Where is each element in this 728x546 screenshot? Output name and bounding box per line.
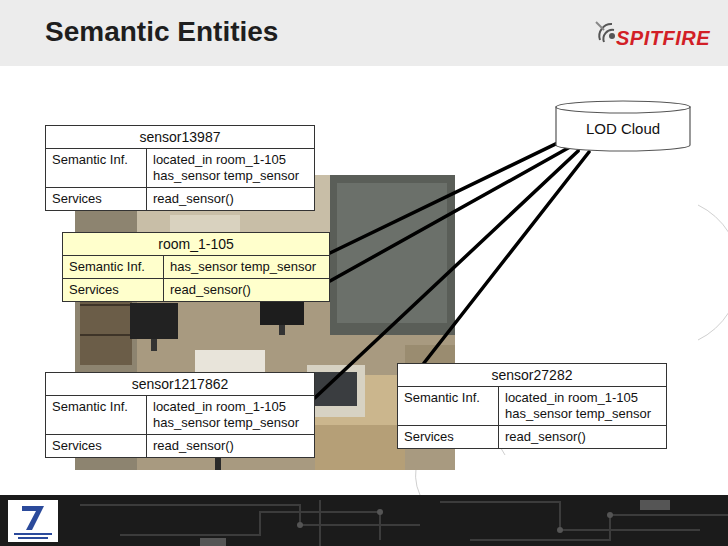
table-header: room_1-105 [63,233,329,256]
table-row: Semantic Inf. located_in room_1-105has_se… [398,387,666,425]
table-row: Semantic Inf. located_in room_1-105has_se… [46,396,314,434]
table-cell: Semantic Inf. [63,256,164,278]
row-value: located_in room_1-105 [153,399,306,415]
table-cell: read_sensor() [147,188,314,210]
table-row: Services read_sensor() [46,434,314,457]
table-cell: Semantic Inf. [46,149,147,187]
slide-title: Semantic Entities [45,16,278,48]
row-label: Semantic Inf. [52,152,140,168]
table-cell: Semantic Inf. [398,387,499,425]
table-header: sensor13987 [46,126,314,149]
footer-band [0,495,728,546]
table-row: Services read_sensor() [46,187,314,210]
row-value: read_sensor() [505,429,658,445]
table-cell: located_in room_1-105has_sensor temp_sen… [147,396,314,434]
row-value: has_sensor temp_sensor [153,168,306,184]
table-cell: located_in room_1-105has_sensor temp_sen… [147,149,314,187]
table-cell: read_sensor() [147,435,314,457]
row-value: read_sensor() [153,438,306,454]
table-row: Services read_sensor() [398,425,666,448]
row-label: Services [69,282,157,298]
link-line [424,152,589,363]
table-cell: Services [46,435,147,457]
link-line [330,142,560,253]
table-cell: has_sensor temp_sensor [164,256,329,278]
row-label: Semantic Inf. [52,399,140,415]
row-value: has_sensor temp_sensor [505,406,658,422]
table-cell: located_in room_1-105has_sensor temp_sen… [499,387,666,425]
table-cell: read_sensor() [499,426,666,448]
entity-table: sensor13987Semantic Inf. located_in room_… [45,125,315,211]
table-row: Semantic Inf. has_sensor temp_sensor [63,256,329,278]
row-value: located_in room_1-105 [505,390,658,406]
header-band [0,0,728,66]
link-line [315,151,578,398]
row-label: Services [52,191,140,207]
row-label: Semantic Inf. [69,259,157,275]
table-cell: Services [398,426,499,448]
decor-arcs [416,205,728,495]
cylinder-label: LOD Cloud [555,100,691,137]
entity-table: sensor27282Semantic Inf. located_in room_… [397,363,667,449]
entity-table: room_1-105Semantic Inf. has_sensor temp_s… [62,232,330,302]
fp7-logo [8,500,58,542]
row-value: read_sensor() [170,282,321,298]
logo-text: SPITFIRE [616,27,710,50]
table-cell: Services [63,279,164,301]
logo-icon [596,22,615,42]
table-cell: read_sensor() [164,279,329,301]
link-line [330,148,569,281]
row-value: has_sensor temp_sensor [170,259,321,275]
row-value: located_in room_1-105 [153,152,306,168]
table-cell: Semantic Inf. [46,396,147,434]
row-value: has_sensor temp_sensor [153,415,306,431]
database-cylinder: LOD Cloud [555,100,691,152]
row-value: read_sensor() [153,191,306,207]
table-header: sensor1217862 [46,373,314,396]
table-header: sensor27282 [398,364,666,387]
entity-table: sensor1217862Semantic Inf. located_in roo… [45,372,315,458]
table-cell: Services [46,188,147,210]
table-row: Semantic Inf. located_in room_1-105has_se… [46,149,314,187]
row-label: Semantic Inf. [404,390,492,406]
row-label: Services [52,438,140,454]
table-row: Services read_sensor() [63,278,329,301]
row-label: Services [404,429,492,445]
